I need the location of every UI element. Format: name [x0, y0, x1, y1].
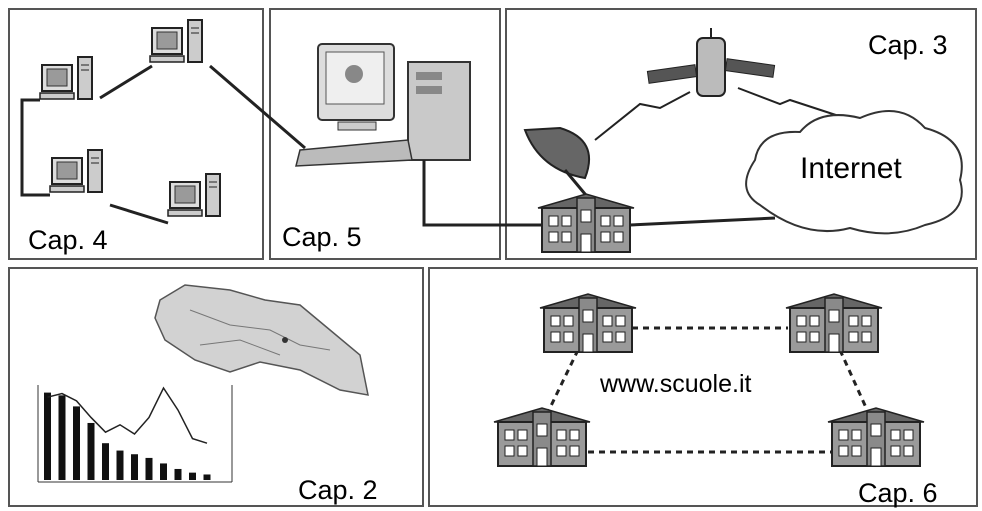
chart-bar — [203, 474, 211, 480]
pc-icon — [149, 19, 203, 63]
satellite-dish-icon — [523, 126, 592, 201]
chart-bar — [131, 454, 138, 480]
cap3-label: Cap. 3 — [868, 30, 948, 60]
internet-label: Internet — [800, 152, 902, 185]
chart-bar — [44, 392, 51, 480]
school-network — [493, 293, 925, 467]
cap2-label: Cap. 2 — [298, 475, 378, 505]
school-building-icon — [539, 293, 637, 353]
school-building-icon — [785, 293, 883, 353]
chart-bar — [58, 395, 66, 480]
cap6-label: Cap. 6 — [858, 478, 938, 508]
url-label: www.scuole.it — [600, 370, 752, 398]
pc-icon — [39, 56, 93, 100]
chart-bar — [174, 468, 182, 480]
cap5-label: Cap. 5 — [282, 222, 362, 252]
panel-cap6 — [428, 267, 978, 507]
chart-bar — [102, 443, 109, 480]
chart-bar — [160, 463, 167, 480]
chart-bar — [73, 406, 80, 480]
chart-bar — [145, 457, 153, 480]
school-building-icon — [537, 193, 635, 253]
desktop-computer-icon — [295, 43, 545, 227]
chart-bar — [189, 472, 196, 480]
pc-icon — [167, 173, 221, 217]
satellite-icon — [594, 28, 846, 141]
chart-bar — [87, 422, 95, 480]
panel-cap4 — [8, 8, 264, 260]
school-building-icon — [827, 407, 925, 467]
bar-chart — [37, 385, 233, 483]
pc-icon — [49, 149, 103, 193]
chart-bar — [116, 450, 124, 480]
region-map — [154, 284, 369, 396]
internet-cloud — [745, 110, 963, 235]
cap4-label: Cap. 4 — [28, 225, 108, 255]
chart-line-series — [47, 386, 208, 444]
school-building-icon — [493, 407, 591, 467]
network-diagram — [20, 19, 306, 225]
